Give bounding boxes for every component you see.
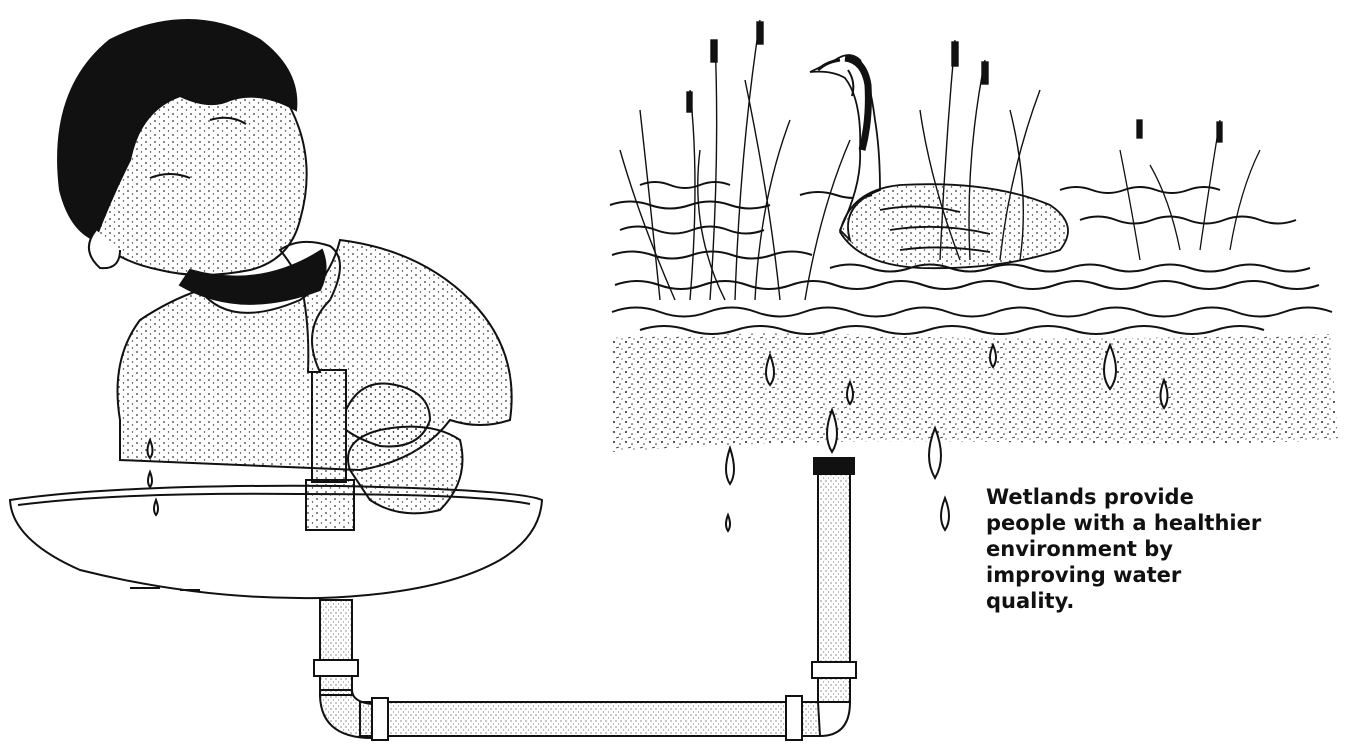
caption-text: Wetlands provide people with a healthier… <box>986 484 1346 614</box>
pipe-elbow-left <box>320 690 372 738</box>
fountain-spout-base <box>306 480 354 530</box>
wetland-scene <box>610 20 1338 531</box>
pipe-coupler-right <box>812 662 856 678</box>
caption-line: Wetlands provide <box>986 484 1346 510</box>
pipe-coupler-left <box>314 660 358 676</box>
canada-goose <box>810 55 1068 268</box>
pipe-cap <box>814 458 854 474</box>
caption-line: environment by <box>986 536 1346 562</box>
soil-layer <box>612 333 1338 452</box>
cattails-left <box>620 20 850 300</box>
pipe-coupler-mid-right <box>786 696 802 740</box>
pipe-elbow-right <box>818 702 850 736</box>
caption-line: improving water <box>986 562 1346 588</box>
caption-line: people with a healthier <box>986 510 1346 536</box>
pipe-horizontal <box>360 702 820 736</box>
fountain-basin <box>10 486 542 598</box>
child-drinking <box>58 20 512 515</box>
caption-line: quality. <box>986 588 1346 614</box>
pipe-coupler-mid-left <box>372 698 388 740</box>
pipe-riser-left <box>320 600 352 695</box>
